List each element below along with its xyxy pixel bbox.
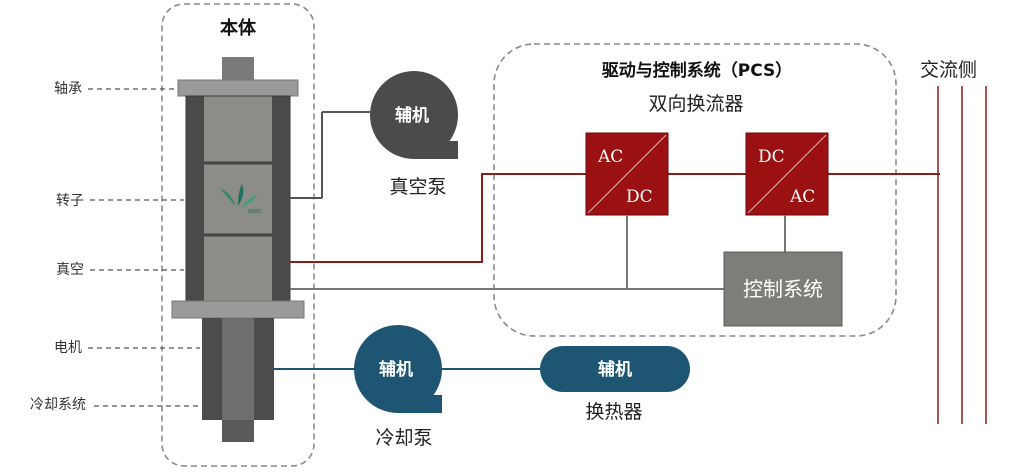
heat-exchanger: 辅机 换热器 [540, 346, 690, 423]
converter-ac-dc: AC DC [585, 132, 669, 216]
pcs-title: 驱动与控制系统（PCS） [602, 60, 793, 81]
label-motor: 电机 [54, 340, 82, 356]
label-vacuum: 真空 [56, 262, 84, 278]
power-line-machine [290, 173, 586, 263]
control-system-label: 控制系统 [743, 277, 823, 301]
ac-side-label: 交流侧 [920, 59, 977, 81]
pcs-outline [493, 43, 897, 337]
converter-dc-ac: DC AC [745, 132, 829, 216]
cooling-pump-box-label: 辅机 [379, 359, 413, 380]
body-title: 本体 [220, 17, 257, 39]
ac-side: 交流侧 [920, 59, 987, 424]
vacuum-pump-caption: 真空泵 [389, 176, 446, 198]
vacuum-pump-box-label: 辅机 [395, 105, 429, 126]
flywheel-body [171, 57, 305, 442]
heat-exchanger-box-label: 辅机 [598, 359, 632, 380]
heat-exchanger-caption: 换热器 [585, 401, 642, 423]
body-outline [161, 3, 315, 467]
converter2-bottom: AC [789, 187, 815, 207]
vacuum-pump: 辅机 真空泵 [290, 71, 458, 199]
cooling-pump-caption: 冷却泵 [375, 427, 432, 449]
converter2-top: DC [758, 147, 785, 167]
pcs-subtitle: 双向换流器 [648, 93, 743, 115]
company-logo: BBBE [220, 184, 261, 215]
control-system: 控制系统 [723, 251, 843, 327]
label-cooling-system: 冷却系统 [30, 397, 86, 413]
side-labels: 轴承 转子 真空 电机 冷却系统 [30, 81, 200, 413]
cooling-pump: 辅机 冷却泵 [354, 325, 442, 449]
converter1-bottom: DC [626, 187, 653, 207]
label-rotor: 转子 [56, 193, 84, 209]
converter1-top: AC [597, 147, 623, 167]
svg-text:BBBE: BBBE [248, 209, 261, 215]
label-bearing: 轴承 [54, 81, 82, 97]
